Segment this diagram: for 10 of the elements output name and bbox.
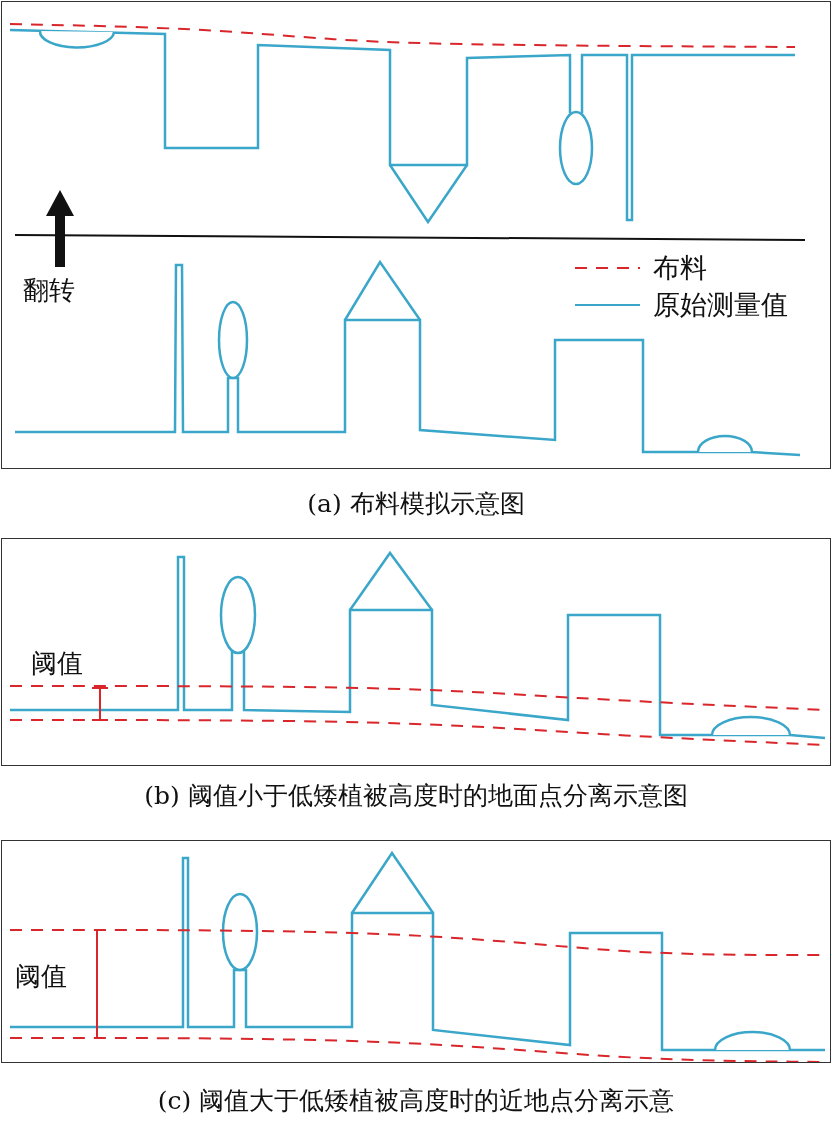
legend-label: 原始测量值 <box>653 288 788 322</box>
flip-label: 翻转 <box>23 274 75 307</box>
panel-caption: (c) 阈值大于低矮植被高度时的近地点分离示意 <box>157 1085 675 1117</box>
panel-caption: (b) 阈值小于低矮植被高度时的地面点分离示意图 <box>144 780 688 812</box>
panel-caption: (a) 布料模拟示意图 <box>307 488 525 520</box>
threshold-label: 阈值 <box>15 960 67 993</box>
threshold-label: 阈值 <box>31 647 83 680</box>
diagram-panel <box>1 1 831 469</box>
legend-label: 布料 <box>653 251 707 285</box>
diagram-panel <box>1 538 831 766</box>
